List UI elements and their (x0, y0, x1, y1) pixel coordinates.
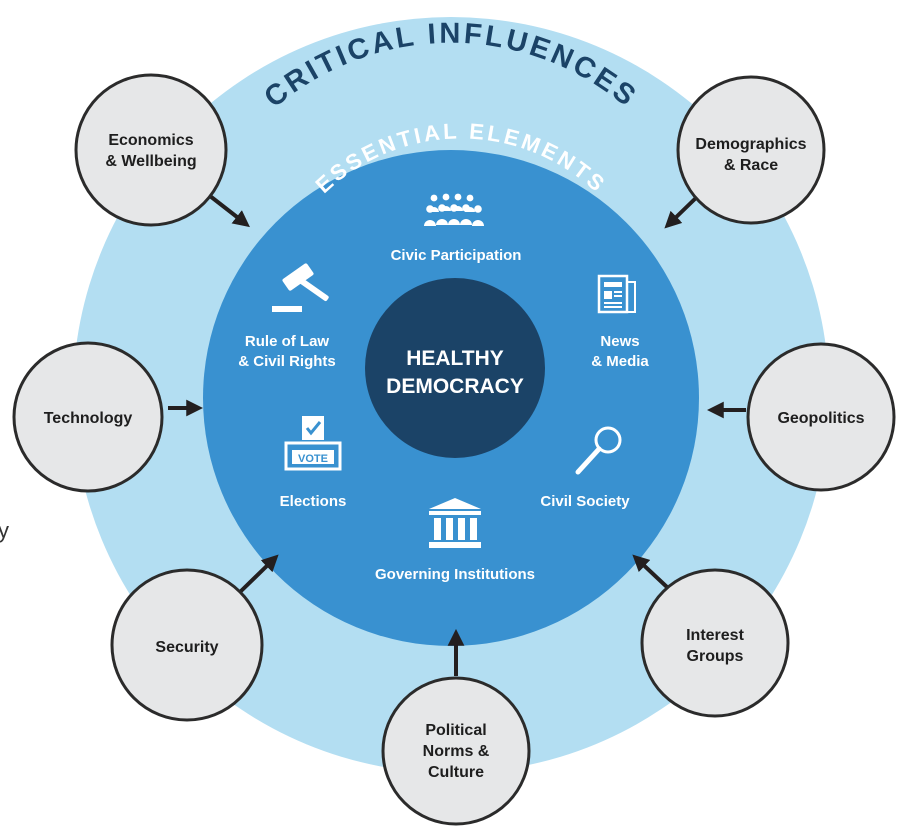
rule-of-law-label-line2: & Civil Rights (238, 353, 336, 370)
gavel-icon (272, 263, 329, 312)
element-rule-of-law: Rule of Law & Civil Rights (238, 263, 336, 370)
arrow-demographics (664, 192, 702, 229)
influence-technology: Technology (12, 341, 164, 493)
element-news-media: News & Media (591, 274, 649, 370)
magnifier-icon (575, 426, 622, 475)
ballot-vote-text: VOTE (298, 453, 328, 465)
edge-text-fragment: y (0, 518, 9, 543)
technology-label: Technology (44, 410, 133, 427)
ballot-box-icon: VOTE (284, 416, 342, 471)
rule-of-law-label-line1: Rule of Law (245, 333, 330, 350)
civil-society-label: Civil Society (540, 493, 630, 510)
people-group-icon (424, 193, 484, 226)
government-building-icon (429, 498, 481, 548)
civic-participation-label: Civic Participation (391, 247, 522, 264)
element-elections: VOTE Elections (280, 416, 347, 510)
element-governing-institutions: Governing Institutions (375, 498, 535, 583)
influence-geopolitics: Geopolitics (746, 342, 896, 492)
geopolitics-label: Geopolitics (777, 410, 864, 427)
demographics-label-line1: Demographics (695, 136, 806, 153)
arrow-interest-groups (632, 554, 670, 590)
influence-demographics: Demographics & Race (676, 75, 826, 225)
newspaper-icon (597, 274, 636, 314)
center-title-line1: HEALTHY (406, 347, 504, 370)
influence-security: Security (110, 568, 264, 722)
news-media-label-line2: & Media (591, 353, 649, 370)
demographics-label-line2: & Race (724, 157, 778, 174)
political-norms-label-line1: Political (425, 722, 486, 739)
element-civil-society: Civil Society (540, 426, 630, 510)
news-media-label-line1: News (600, 333, 639, 350)
center-title-line2: DEMOCRACY (386, 375, 524, 398)
influence-political-norms: Political Norms & Culture (381, 676, 531, 826)
economics-label-line2: & Wellbeing (105, 153, 196, 170)
governing-institutions-label: Governing Institutions (375, 566, 535, 583)
political-norms-label-line3: Culture (428, 764, 484, 781)
center-disc (365, 278, 545, 458)
political-norms-label-line2: Norms & (423, 743, 490, 760)
arrow-security (238, 554, 279, 594)
security-label: Security (155, 639, 218, 656)
interest-groups-label-line2: Groups (687, 648, 744, 665)
influence-interest-groups: Interest Groups (640, 568, 790, 718)
interest-groups-label-line1: Interest (686, 627, 744, 644)
influence-economics: Economics & Wellbeing (74, 73, 228, 227)
economics-label-line1: Economics (108, 132, 193, 149)
arrow-economics (208, 194, 250, 228)
elections-label: Elections (280, 493, 347, 510)
element-civic-participation: Civic Participation (391, 193, 522, 264)
